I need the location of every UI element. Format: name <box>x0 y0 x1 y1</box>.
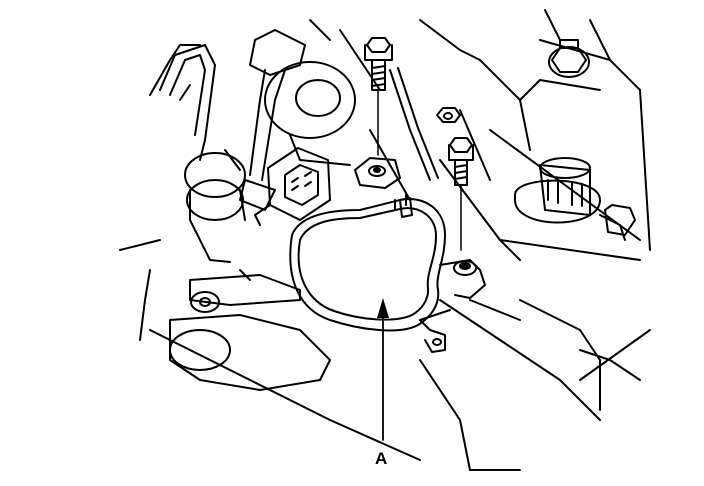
upper-boss <box>264 61 356 166</box>
flange-nut <box>548 39 590 78</box>
shift-lever <box>159 44 246 263</box>
callout-a-leader <box>377 298 389 441</box>
sensor-cover-plate <box>289 194 486 353</box>
bolt-right <box>448 137 474 251</box>
transmission-housing <box>119 9 651 471</box>
electrical-connector <box>254 147 331 226</box>
callout-label-a: A <box>375 449 387 468</box>
shift-cable <box>239 29 306 211</box>
wire-harness <box>389 67 439 181</box>
speed-sensor-fitting <box>514 157 636 241</box>
mounting-bracket <box>169 269 331 391</box>
washer-upper <box>354 157 401 189</box>
small-nut <box>436 107 461 123</box>
bolt-upper <box>364 37 393 156</box>
